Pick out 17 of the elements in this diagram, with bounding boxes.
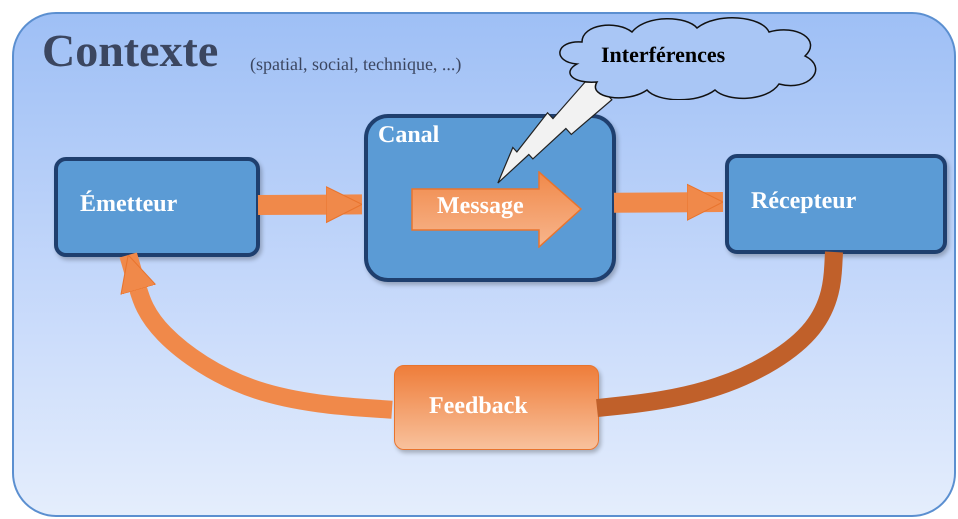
- box-label: Émetteur: [80, 191, 178, 218]
- block-arrow: [258, 186, 363, 224]
- context-subtitle: (spatial, social, technique, ...): [250, 54, 462, 75]
- process-box: [54, 157, 260, 257]
- feedback-label: Feedback: [429, 393, 528, 420]
- message-arrow: [411, 171, 583, 248]
- message-label: Message: [437, 193, 524, 220]
- context-panel: [12, 12, 956, 517]
- process-box: [725, 154, 947, 254]
- block-arrow: [614, 184, 724, 221]
- context-title: Contexte: [42, 24, 218, 77]
- channel-box: [364, 114, 616, 282]
- cloud-label: Interférences: [601, 42, 726, 68]
- curved-arrow: [120, 250, 393, 419]
- channel-label: Canal: [378, 122, 440, 149]
- feedback-box: [394, 365, 599, 450]
- box-label: Récepteur: [751, 188, 856, 215]
